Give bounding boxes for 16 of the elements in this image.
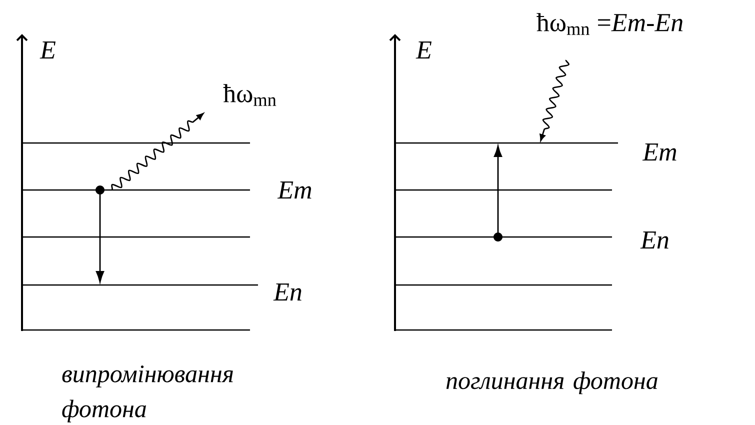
energy-level-line — [22, 189, 250, 191]
axis-label: E — [40, 41, 56, 58]
level-label: En — [273, 283, 302, 300]
edge-label: ħω$_{mn}$ — [223, 84, 276, 106]
level-label: Em — [277, 181, 312, 198]
photon-arrow — [111, 113, 204, 190]
edge-label: ħω$_{mn}$ =Em-En — [536, 13, 683, 35]
photon-arrow — [540, 60, 570, 142]
caption: випромінювання фотона — [62, 366, 233, 422]
transition-arrow — [96, 186, 104, 282]
axis-label: E — [416, 41, 432, 58]
energy-level-line — [395, 236, 612, 238]
level-label: En — [640, 231, 668, 248]
caption: поглинання фотона — [446, 372, 658, 394]
transition-arrow — [494, 146, 502, 242]
level-label: Em — [642, 143, 676, 160]
